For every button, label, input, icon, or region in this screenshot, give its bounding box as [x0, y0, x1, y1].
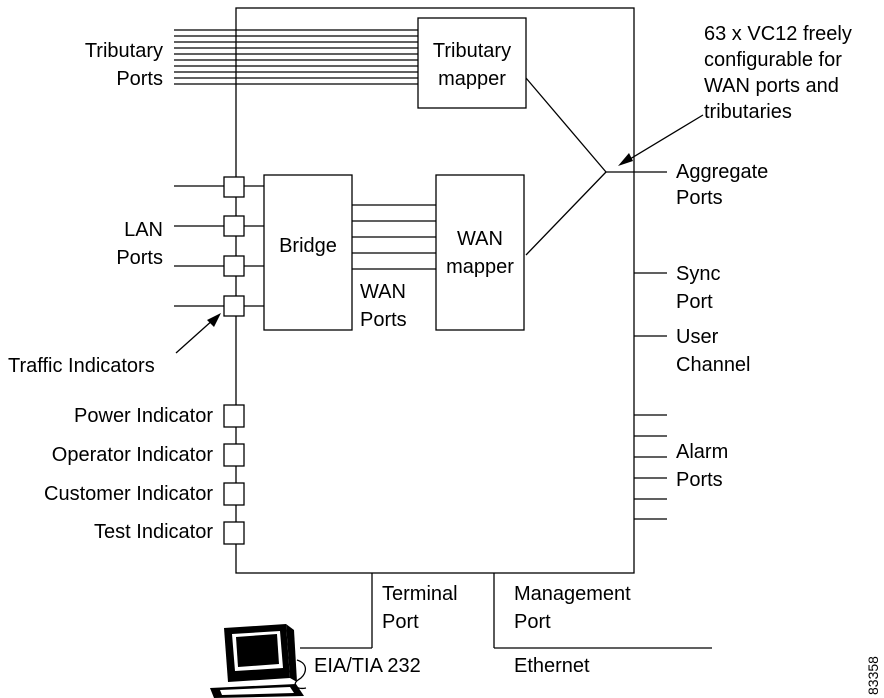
eia-tia-232-label: EIA/TIA 232: [314, 655, 421, 677]
terminal-port-label-1: Terminal: [382, 583, 458, 605]
traffic-indicators-arrow-head: [207, 313, 221, 327]
alarm-port-lines: [634, 414, 667, 520]
traffic-indicator-4: [223, 295, 245, 317]
user-channel-label-2: Channel: [676, 354, 751, 376]
wan-mapper-label-1: WAN: [457, 228, 503, 250]
vc12-arrow-head: [618, 153, 633, 166]
vc12-arrow-line: [624, 114, 704, 163]
test-indicator-label: Test Indicator: [94, 521, 213, 543]
user-channel-label-1: User: [676, 326, 719, 348]
tributary-mapper-box: [417, 17, 527, 109]
tributary-port-lines: [174, 29, 418, 85]
tributary-ports-label-2: Ports: [116, 68, 163, 90]
bridge-label: Bridge: [279, 235, 337, 257]
wan-mapper-box: [435, 174, 525, 331]
tributary-mapper-label-2: mapper: [438, 68, 506, 90]
vc12-note-line-2: configurable for: [704, 49, 842, 71]
computer-terminal-icon: [210, 624, 307, 698]
bridge-box: [263, 174, 353, 331]
traffic-indicator-1: [223, 176, 245, 198]
aggregate-ports-label-2: Ports: [676, 187, 723, 209]
operator-indicator-label: Operator Indicator: [52, 444, 214, 466]
wan-to-aggregate-line: [525, 171, 607, 256]
power-indicator-label: Power Indicator: [74, 405, 213, 427]
wan-port-lines: [352, 204, 436, 270]
sync-port-label-1: Sync: [676, 263, 720, 285]
management-port-label-1: Management: [514, 583, 631, 605]
customer-indicator-box: [223, 482, 245, 506]
power-indicator-box: [223, 404, 245, 428]
customer-indicator-label: Customer Indicator: [44, 483, 213, 505]
traffic-indicator-2: [223, 215, 245, 237]
tributary-ports-label-1: Tributary: [85, 40, 163, 62]
ethernet-label: Ethernet: [514, 655, 590, 677]
vc12-note-line-4: tributaries: [704, 101, 792, 123]
traffic-indicators-arrow-line: [175, 318, 215, 354]
lan-port-lines: [174, 185, 264, 307]
vc12-note-line-3: WAN ports and: [704, 75, 839, 97]
alarm-ports-label-2: Ports: [676, 469, 723, 491]
traffic-indicators-label: Traffic Indicators: [8, 355, 155, 377]
sync-port-label-2: Port: [676, 291, 713, 313]
alarm-ports-label-1: Alarm: [676, 441, 728, 463]
figure-id-label: 83358: [865, 656, 881, 695]
vc12-note-line-1: 63 x VC12 freely: [704, 23, 852, 45]
test-indicator-box: [223, 521, 245, 545]
aggregate-ports-label-1: Aggregate: [676, 161, 768, 183]
wan-mapper-label-2: mapper: [446, 256, 514, 278]
tributary-to-aggregate-line: [525, 77, 607, 173]
traffic-indicator-3: [223, 255, 245, 277]
wan-ports-label-1: WAN: [360, 281, 406, 303]
lan-ports-label-1: LAN: [124, 219, 163, 241]
tributary-mapper-label-1: Tributary: [433, 40, 511, 62]
operator-indicator-box: [223, 443, 245, 467]
lan-ports-label-2: Ports: [116, 247, 163, 269]
management-port-label-2: Port: [514, 611, 551, 633]
wan-ports-label-2: Ports: [360, 309, 407, 331]
terminal-port-label-2: Port: [382, 611, 419, 633]
